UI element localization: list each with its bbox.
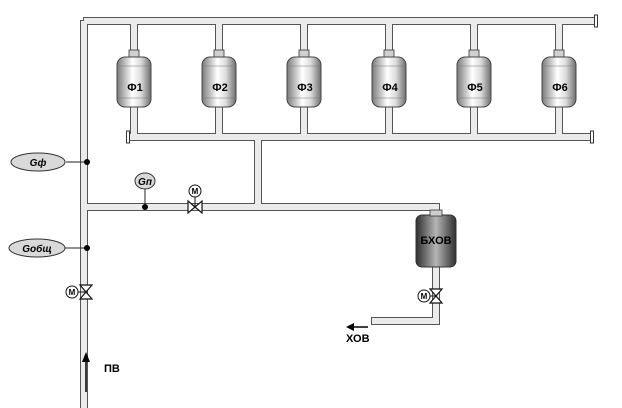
motor-valve-inlet[interactable]: М bbox=[65, 284, 94, 300]
inlet-stream-label: ПВ bbox=[104, 363, 120, 375]
tank-body bbox=[541, 56, 577, 108]
filter-tank-f5: Ф5 bbox=[456, 49, 492, 108]
tank-body bbox=[456, 56, 492, 108]
pipe-segment bbox=[84, 18, 596, 24]
arrow-left-icon bbox=[346, 323, 354, 331]
instrument-flow-bypass: Gп bbox=[134, 172, 156, 210]
pipe-segment bbox=[372, 318, 436, 324]
motor-actuator-label: М bbox=[421, 292, 428, 301]
filter-tanks: Ф1 Ф2 Ф3 Ф4 Ф5 Ф6 bbox=[116, 49, 577, 108]
filter-tank-f4: Ф4 bbox=[371, 49, 407, 108]
buffer-tank-label: БХОВ bbox=[420, 235, 451, 247]
tank-body bbox=[116, 56, 152, 108]
arrow-up-icon bbox=[82, 352, 90, 362]
motor-actuator-icon bbox=[65, 285, 79, 299]
filter-tank-label: Ф2 bbox=[212, 82, 228, 94]
motor-valve-buffer-outlet[interactable]: М bbox=[417, 288, 444, 304]
pipe-segment bbox=[255, 140, 261, 207]
buffer-tank-bhov: БХОВ bbox=[415, 209, 457, 268]
filter-tank-f2: Ф2 bbox=[201, 49, 237, 108]
chemical-water-stream: ХОВ bbox=[346, 323, 370, 345]
filter-tank-label: Ф5 bbox=[467, 82, 483, 94]
inlet-stream: ПВ bbox=[82, 352, 120, 392]
filter-tank-label: Ф1 bbox=[127, 82, 143, 94]
filter-tank-f3: Ф3 bbox=[286, 49, 322, 108]
filter-tank-f1: Ф1 bbox=[116, 49, 152, 108]
motor-valve-bypass[interactable]: М bbox=[187, 184, 203, 215]
motor-actuator-icon bbox=[188, 184, 202, 198]
motor-actuator-icon bbox=[417, 289, 431, 303]
motor-actuator-label: М bbox=[69, 288, 76, 297]
instrument-flow-total: Gобщ bbox=[8, 238, 90, 258]
pipe-end-flange bbox=[126, 130, 130, 144]
filter-tank-f6: Ф6 bbox=[541, 49, 577, 108]
tank-body bbox=[286, 56, 322, 108]
motor-valves: М М М bbox=[65, 184, 444, 304]
filter-tank-label: Ф3 bbox=[297, 82, 313, 94]
filter-tank-label: Ф4 bbox=[382, 82, 398, 94]
motor-actuator-label: М bbox=[192, 187, 199, 196]
tank-body bbox=[371, 56, 407, 108]
pipe-end-flange bbox=[594, 14, 598, 28]
instrument-flow-filters: Gф bbox=[10, 152, 90, 172]
pipe-segment bbox=[81, 21, 87, 408]
instrument-flow-total-label: Gобщ bbox=[22, 243, 51, 255]
instrument-flow-filters-label: Gф bbox=[30, 157, 47, 169]
chemical-water-stream-label: ХОВ bbox=[346, 333, 370, 345]
instrument-flow-bypass-label: Gп bbox=[138, 177, 152, 188]
pipe-end-flange bbox=[590, 130, 594, 144]
pipe-segment bbox=[128, 134, 592, 140]
filter-tank-label: Ф6 bbox=[552, 82, 568, 94]
tank-body bbox=[201, 56, 237, 108]
pipeline-network bbox=[80, 14, 598, 408]
